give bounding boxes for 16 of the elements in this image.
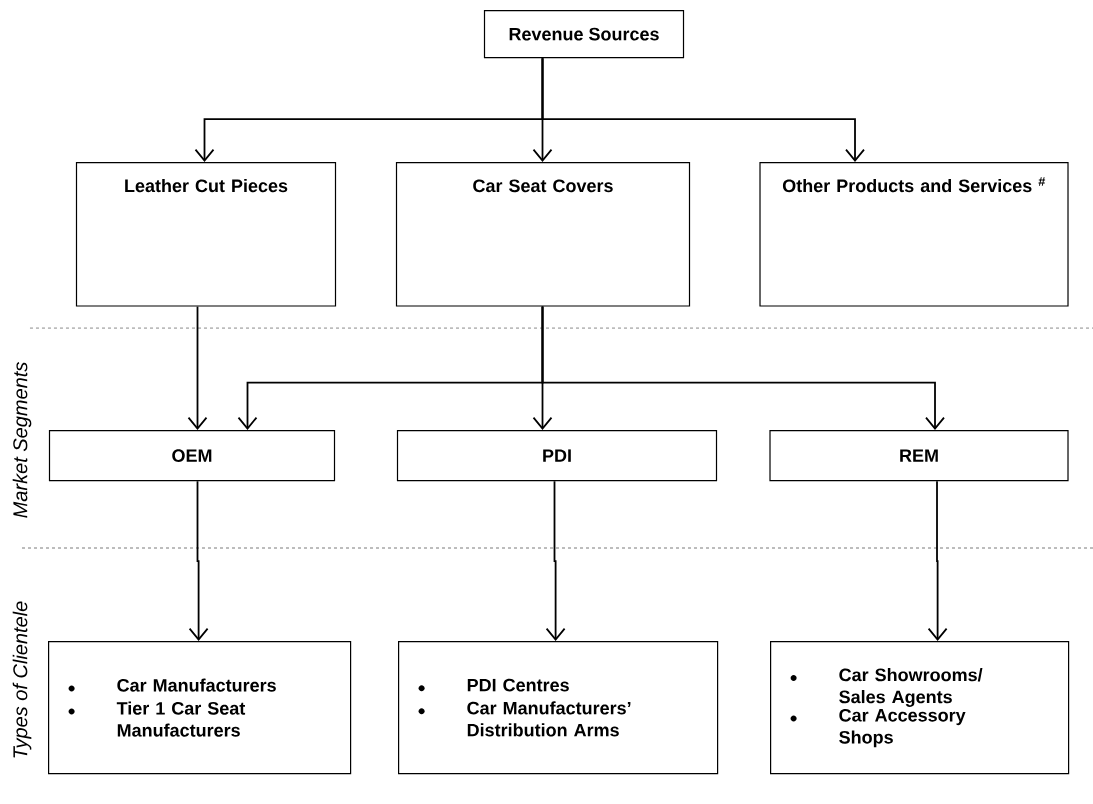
category-box: OEM <box>48 430 336 482</box>
category-box: PDI <box>396 430 718 482</box>
arrow <box>187 305 208 430</box>
arrow <box>927 480 948 641</box>
category-box: Other Products and Services $^{#}$ <box>759 162 1069 307</box>
category-box: Leather Cut Pieces <box>75 162 337 307</box>
arrow <box>188 480 209 641</box>
arrow <box>541 305 945 430</box>
category-box: Car Seat Covers <box>395 162 691 307</box>
bullet-list-box: Car Showrooms/ Sales Agents Car Accessory Shops <box>770 641 1070 775</box>
arrow <box>545 480 566 641</box>
bullet-list-box: Car Manufacturers Tier 1 Car Seat Manufacturers <box>48 641 352 775</box>
bullet-list-box: PDI Centres Car Manufacturers’ Distribution Arms <box>398 641 719 775</box>
arrow <box>541 57 865 162</box>
category-box: Revenue Sources <box>483 10 685 59</box>
category-box: REM <box>769 430 1069 482</box>
